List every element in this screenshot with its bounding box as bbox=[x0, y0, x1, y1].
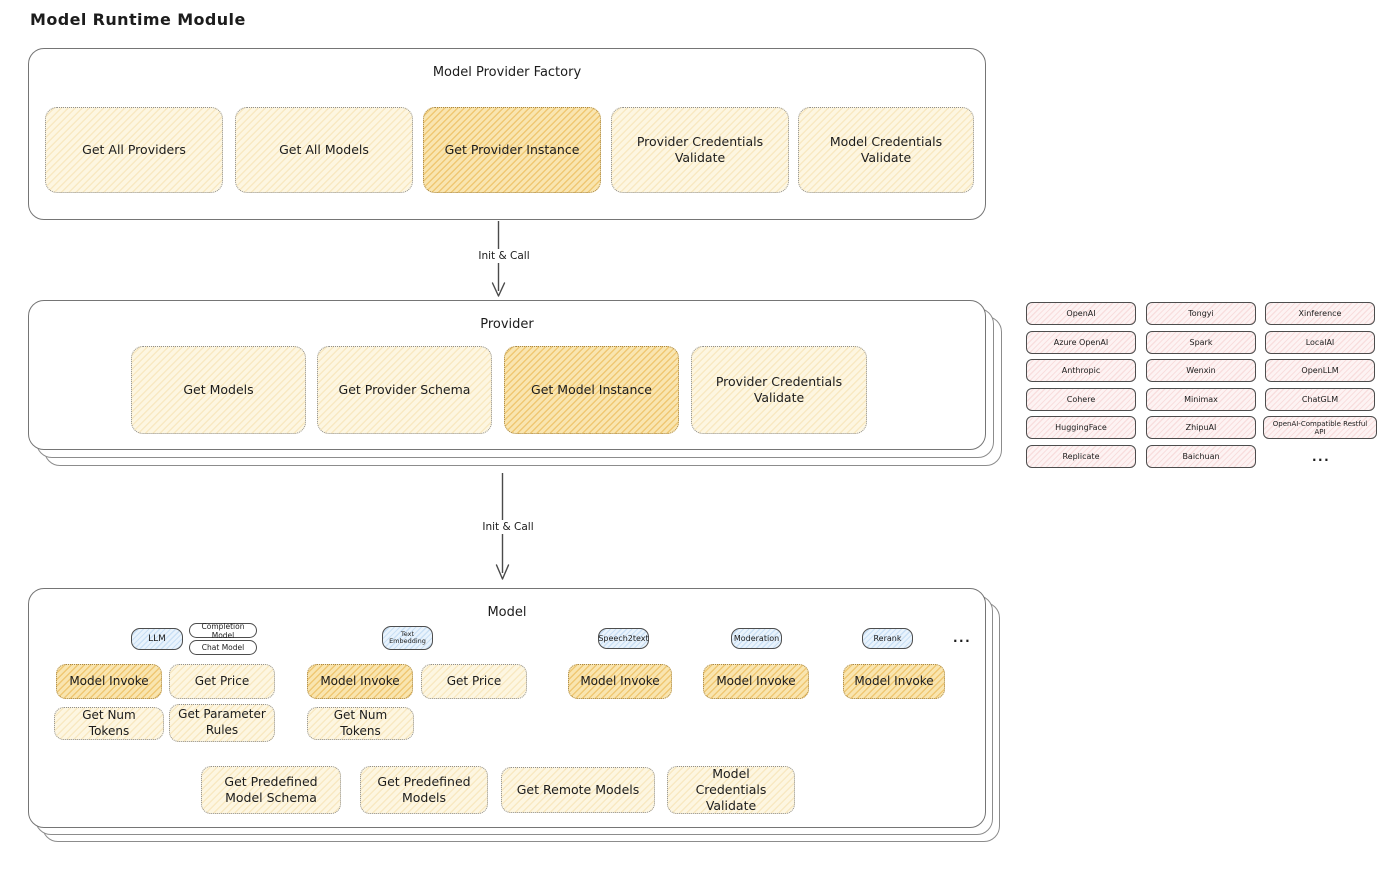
box-model-invoke-rerank: Model Invoke bbox=[843, 664, 945, 699]
model-frame: Model LLM Completion Model Chat Model Te… bbox=[28, 588, 986, 828]
tab-chat-model: Chat Model bbox=[189, 640, 257, 655]
provider-chip: Wenxin bbox=[1146, 359, 1256, 382]
provider-title: Provider bbox=[480, 317, 534, 332]
box-provider-credentials-validate-2: Provider Credentials Validate bbox=[691, 346, 867, 434]
arrow-label-init-call-1: Init & Call bbox=[466, 249, 542, 263]
box-get-all-providers: Get All Providers bbox=[45, 107, 223, 193]
provider-chip: LocalAI bbox=[1265, 331, 1375, 354]
tab-completion-model: Completion Model bbox=[189, 622, 257, 640]
provider-chip: Anthropic bbox=[1026, 359, 1136, 382]
tab-text-embedding: Text Embedding bbox=[382, 626, 433, 650]
box-get-provider-instance: Get Provider Instance bbox=[423, 107, 601, 193]
provider-chip: Cohere bbox=[1026, 388, 1136, 411]
tab-moderation: Moderation bbox=[731, 628, 782, 649]
box-get-num-tokens-text-embedding: Get Num Tokens bbox=[307, 707, 414, 740]
provider-chip: OpenAI bbox=[1026, 302, 1136, 325]
provider-chip: OpenAI-Compatible Restful API bbox=[1263, 416, 1377, 439]
tab-rerank: Rerank bbox=[862, 628, 913, 649]
page-title: Model Runtime Module bbox=[30, 10, 246, 29]
provider-chip: Minimax bbox=[1146, 388, 1256, 411]
tab-llm: LLM bbox=[131, 628, 183, 650]
provider-chip: Baichuan bbox=[1146, 445, 1256, 468]
box-get-predefined-model-schema: Get Predefined Model Schema bbox=[201, 766, 341, 814]
provider-chip: HuggingFace bbox=[1026, 416, 1136, 439]
provider-chip: Tongyi bbox=[1146, 302, 1256, 325]
box-provider-credentials-validate: Provider Credentials Validate bbox=[611, 107, 789, 193]
box-get-provider-schema: Get Provider Schema bbox=[317, 346, 492, 434]
box-get-all-models: Get All Models bbox=[235, 107, 413, 193]
box-model-invoke-speech2text: Model Invoke bbox=[568, 664, 672, 699]
provider-chip: ZhipuAI bbox=[1146, 416, 1256, 439]
factory-frame: Model Provider Factory Get All Providers… bbox=[28, 48, 986, 220]
box-model-invoke-moderation: Model Invoke bbox=[703, 664, 809, 699]
provider-chip: Xinference bbox=[1265, 302, 1375, 325]
provider-grid-ellipsis: ... bbox=[1312, 450, 1331, 464]
box-model-credentials-validate-2: Model Credentials Validate bbox=[667, 766, 795, 814]
box-get-price-llm: Get Price bbox=[169, 664, 275, 699]
box-get-models: Get Models bbox=[131, 346, 306, 434]
factory-title: Model Provider Factory bbox=[432, 65, 582, 80]
box-get-num-tokens-llm: Get Num Tokens bbox=[54, 707, 164, 740]
box-get-model-instance: Get Model Instance bbox=[504, 346, 679, 434]
box-model-invoke-llm: Model Invoke bbox=[56, 664, 162, 699]
box-model-invoke-text-embedding: Model Invoke bbox=[307, 664, 413, 699]
box-get-predefined-models: Get Predefined Models bbox=[360, 766, 488, 814]
box-get-parameter-rules: Get Parameter Rules bbox=[169, 704, 275, 742]
box-get-price-text-embedding: Get Price bbox=[421, 664, 527, 699]
model-title: Model bbox=[487, 605, 527, 620]
model-tabs-ellipsis: ... bbox=[953, 631, 972, 645]
provider-chip: OpenLLM bbox=[1265, 359, 1375, 382]
provider-chip: ChatGLM bbox=[1265, 388, 1375, 411]
tab-speech2text: Speech2text bbox=[598, 628, 649, 649]
box-get-remote-models: Get Remote Models bbox=[501, 767, 655, 813]
provider-frame: Provider Get Models Get Provider Schema … bbox=[28, 300, 986, 450]
provider-chip: Spark bbox=[1146, 331, 1256, 354]
box-model-credentials-validate: Model Credentials Validate bbox=[798, 107, 974, 193]
provider-chip: Azure OpenAI bbox=[1026, 331, 1136, 354]
arrow-label-init-call-2: Init & Call bbox=[470, 520, 546, 534]
provider-chip: Replicate bbox=[1026, 445, 1136, 468]
